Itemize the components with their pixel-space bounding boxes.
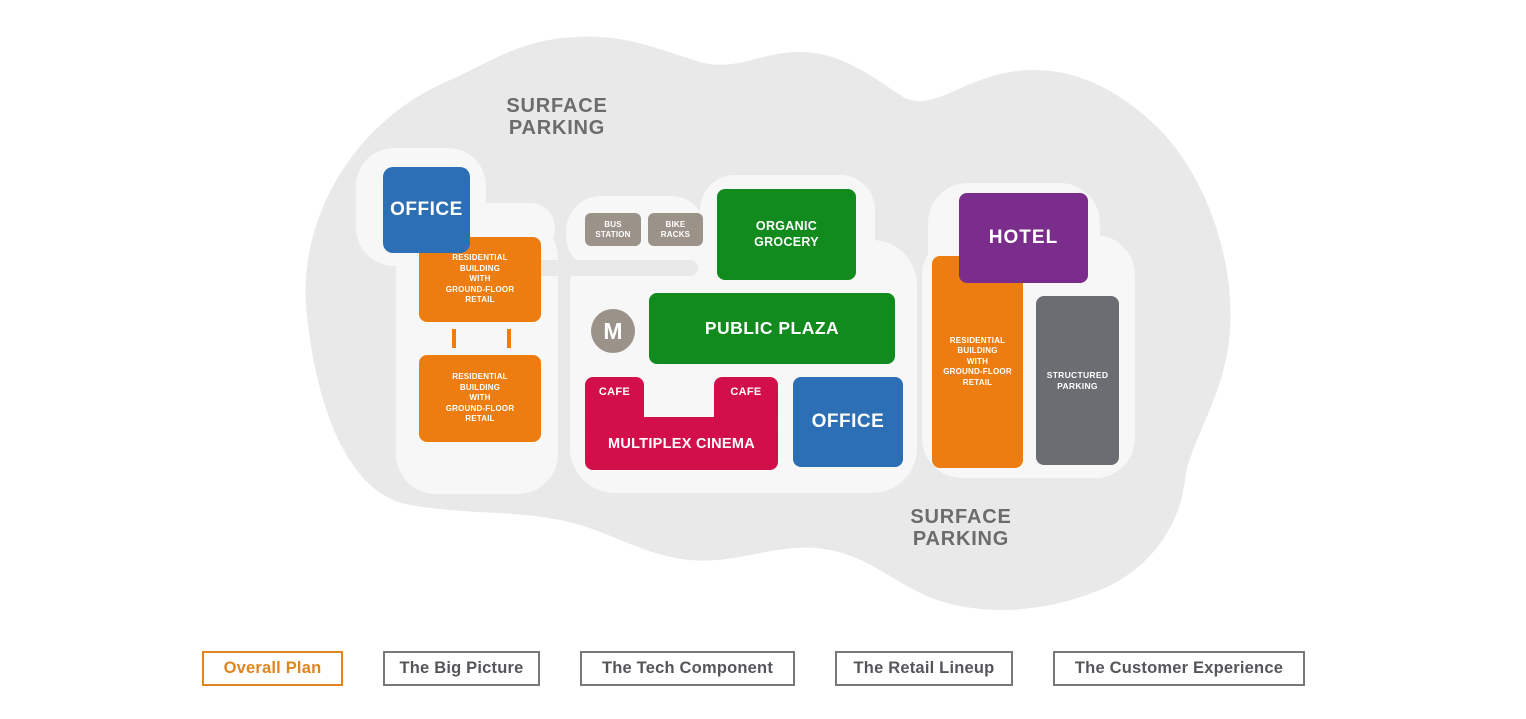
bike-racks-label: BIKE RACKS xyxy=(660,220,691,239)
tab-the-retail-lineup[interactable]: The Retail Lineup xyxy=(835,651,1013,686)
metro-station-icon: M xyxy=(591,309,635,353)
residential-building-label: RESIDENTIAL BUILDING WITH GROUND-FLOOR R… xyxy=(445,253,515,305)
office-building-left: OFFICE xyxy=(383,167,470,253)
organic-grocery-label: ORGANIC GROCERY xyxy=(754,219,819,249)
tab-the-big-picture[interactable]: The Big Picture xyxy=(383,651,540,686)
organic-grocery-building: ORGANIC GROCERY xyxy=(717,189,856,280)
tab-label: The Big Picture xyxy=(399,659,524,677)
surface-parking-label-bottom: SURFACE PARKING xyxy=(910,506,1012,550)
building-connector-right xyxy=(507,329,511,348)
residential-building-right: RESIDENTIAL BUILDING WITH GROUND-FLOOR R… xyxy=(932,256,1023,468)
office-label: OFFICE xyxy=(390,199,463,220)
surface-parking-label-top: SURFACE PARKING xyxy=(506,95,608,139)
tab-label: Overall Plan xyxy=(223,659,322,677)
bus-station-label: BUS STATION xyxy=(595,220,631,239)
cinema-base: MULTIPLEX CINEMA xyxy=(585,417,778,470)
tab-label: The Customer Experience xyxy=(1074,659,1284,677)
building-connector-left xyxy=(452,329,456,348)
hotel-label: HOTEL xyxy=(988,227,1059,248)
residential-building-left-lower: RESIDENTIAL BUILDING WITH GROUND-FLOOR R… xyxy=(419,355,541,442)
tab-label: The Tech Component xyxy=(601,659,774,677)
tab-label: The Retail Lineup xyxy=(853,659,995,677)
cafe-label-left: CAFE xyxy=(598,386,631,398)
tab-the-tech-component[interactable]: The Tech Component xyxy=(580,651,795,686)
multiplex-cinema-building: CAFE CAFE MULTIPLEX CINEMA xyxy=(585,377,778,470)
structured-parking-label: STRUCTURED PARKING xyxy=(1046,370,1109,391)
residential-building-label: RESIDENTIAL BUILDING WITH GROUND-FLOOR R… xyxy=(943,335,1012,387)
office-building-center: OFFICE xyxy=(793,377,903,467)
public-plaza-label: PUBLIC PLAZA xyxy=(704,318,840,338)
public-plaza: PUBLIC PLAZA xyxy=(649,293,895,364)
tab-overall-plan[interactable]: Overall Plan xyxy=(202,651,343,686)
tab-the-customer-experience[interactable]: The Customer Experience xyxy=(1053,651,1305,686)
multiplex-cinema-label: MULTIPLEX CINEMA xyxy=(607,435,756,452)
bike-racks: BIKE RACKS xyxy=(648,213,703,246)
cafe-label-right: CAFE xyxy=(730,386,762,398)
office-label: OFFICE xyxy=(811,411,885,432)
metro-label: M xyxy=(603,317,623,344)
residential-building-label: RESIDENTIAL BUILDING WITH GROUND-FLOOR R… xyxy=(445,372,515,424)
structured-parking-building: STRUCTURED PARKING xyxy=(1036,296,1119,465)
driveway-cutout xyxy=(536,260,698,276)
hotel-building: HOTEL xyxy=(959,193,1088,283)
bus-station: BUS STATION xyxy=(585,213,641,246)
